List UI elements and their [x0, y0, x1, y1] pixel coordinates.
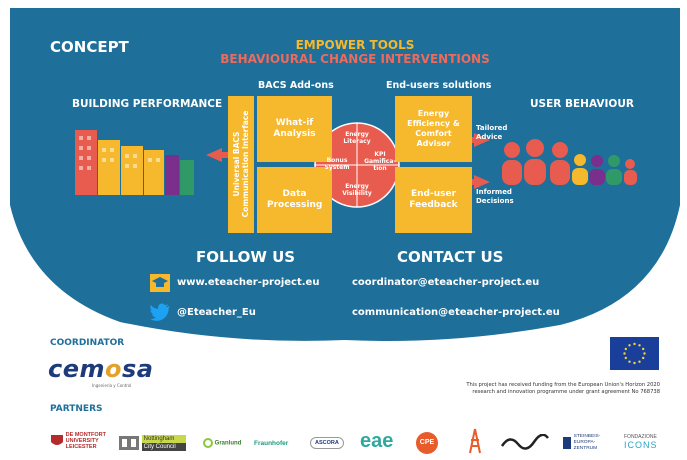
- ascora-logo: ASCORA: [310, 437, 344, 449]
- empower-tools-title: EMPOWER TOOLS: [295, 38, 415, 52]
- website-link[interactable]: www.eteacher-project.eu: [177, 277, 320, 288]
- energy-efficiency-box: Energy Efficiency & Comfort Advisor: [395, 96, 472, 162]
- coordinator-email-link[interactable]: coordinator@eteacher-project.eu: [352, 277, 540, 288]
- nottingham-logo: Nottingham City Council: [118, 434, 186, 452]
- wave-logo-icon: [500, 434, 549, 450]
- universal-bacs-label: Universal BACS Communication Interface: [232, 110, 250, 218]
- fraunhofer-logo: Fraunhofer: [254, 440, 289, 447]
- what-if-analysis-box: What-if Analysis: [257, 96, 332, 162]
- follow-us-title: FOLLOW US: [196, 248, 296, 266]
- eae-logo: eae: [360, 430, 394, 452]
- what-if-analysis-label: What-if Analysis: [273, 117, 316, 139]
- end-user-feedback-label: End-user Feedback: [409, 188, 458, 210]
- funding-statement: This project has received funding from t…: [466, 382, 660, 396]
- bonus-system-label: Bonus System: [324, 157, 350, 171]
- data-processing-label: Data Processing: [267, 188, 323, 210]
- contact-us-title: CONTACT US: [397, 248, 504, 266]
- nottingham-crest-icon: [119, 436, 139, 450]
- granlund-icon: [203, 438, 213, 448]
- eu-flag-icon: [610, 337, 659, 370]
- fondazione-icons-logo: FONDAZIONE ICONS: [624, 434, 658, 450]
- energy-literacy-label: Energy Literacy: [343, 131, 371, 145]
- energy-visibility-label: Energy Visibility: [342, 183, 372, 197]
- concept-title: CONCEPT: [50, 38, 129, 56]
- cpe-logo: CPE: [416, 432, 438, 454]
- tailored-advice-label: Tailored Advice: [476, 124, 508, 141]
- tower-logo-icon: [469, 428, 481, 454]
- informed-decisions-label: Informed Decisions: [476, 188, 514, 205]
- steinbeis-logo: STEINBEIS-EUROPA-ZENTRUM: [562, 434, 610, 451]
- granlund-logo: Granlund: [203, 438, 241, 448]
- dmu-crest-icon: [51, 435, 63, 446]
- behavioural-change-title: BEHAVIOURAL CHANGE INTERVENTIONS: [220, 52, 490, 66]
- twitter-icon: [150, 303, 170, 321]
- end-users-solutions-label: End-users solutions: [386, 80, 492, 91]
- partners-label: PARTNERS: [50, 404, 103, 414]
- website-icon: [150, 274, 170, 292]
- data-processing-box: Data Processing: [257, 167, 332, 233]
- bacs-addons-label: BACS Add-ons: [258, 80, 334, 91]
- end-user-feedback-box: End-user Feedback: [395, 167, 472, 233]
- universal-bacs-box: [228, 96, 254, 233]
- user-behaviour-label: USER BEHAVIOUR: [530, 98, 634, 110]
- kpi-gamification-label: KPI Gamifica-tion: [364, 151, 396, 172]
- energy-efficiency-label: Energy Efficiency & Comfort Advisor: [407, 109, 460, 148]
- steinbeis-icon: [563, 436, 571, 449]
- dmu-logo: DE MONTFORT UNIVERSITY LEICESTER: [50, 432, 114, 450]
- coordinator-label: COORDINATOR: [50, 338, 125, 348]
- people-illustration: [502, 139, 637, 185]
- communication-email-link[interactable]: communication@eteacher-project.eu: [352, 307, 560, 318]
- twitter-link[interactable]: @Eteacher_Eu: [177, 307, 256, 318]
- cemosa-logo: cemosa: [48, 355, 154, 383]
- cemosa-tagline: Ingeniería y Control: [92, 383, 132, 388]
- building-performance-label: BUILDING PERFORMANCE: [72, 98, 223, 110]
- buildings-illustration: [75, 130, 194, 195]
